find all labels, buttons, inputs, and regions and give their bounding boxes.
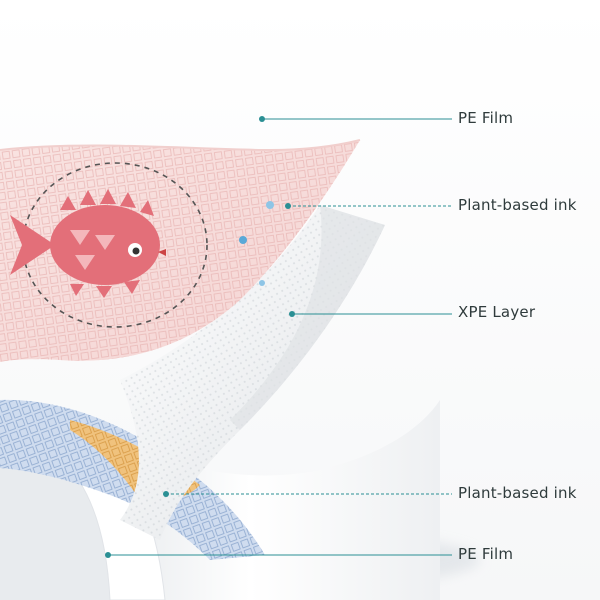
top-pe-film-sheet [0,139,361,362]
pufferfish-illustration [10,189,166,298]
callout-label-pe-film-bottom: PE Film [458,545,514,563]
ink-dot [266,201,274,209]
callout-label-plant-ink-bottom: Plant-based ink [458,484,577,502]
ink-dot [239,236,247,244]
xpe-foam-layer [120,205,385,540]
ink-dot [259,280,265,286]
callout-label-plant-ink-top: Plant-based ink [458,196,577,214]
callout-label-pe-film-top: PE Film [458,109,514,127]
callout-label-xpe-layer: XPE Layer [458,303,536,321]
leader-lines [105,116,452,558]
